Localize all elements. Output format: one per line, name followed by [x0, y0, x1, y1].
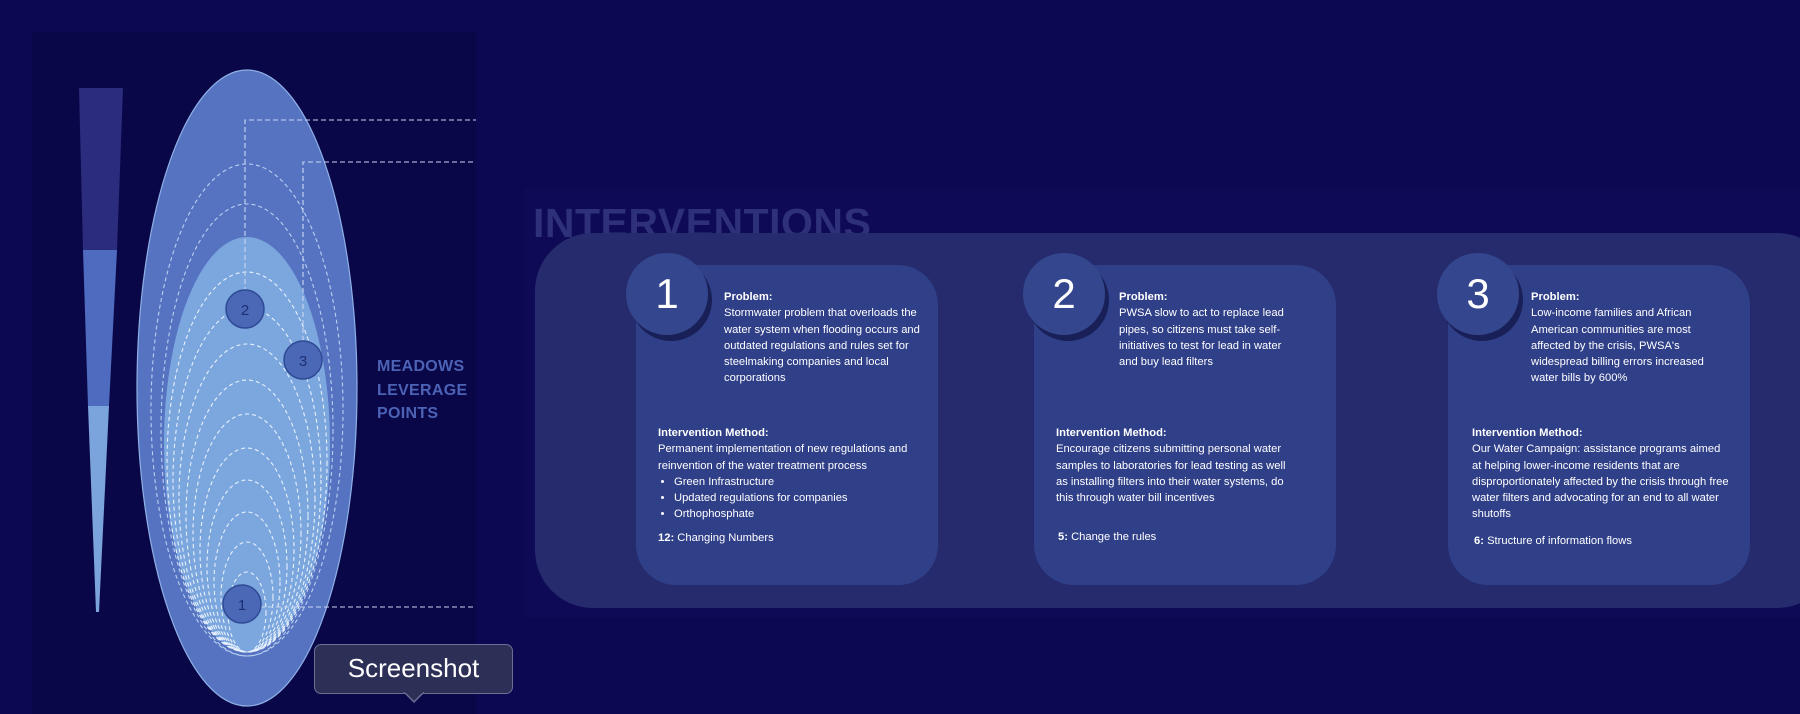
card-3-problem: Problem: Low-income families and African… [1531, 289, 1723, 387]
list-item: Orthophosphate [674, 506, 920, 522]
list-item: Updated regulations for companies [674, 490, 920, 506]
card-2-leverage-number: 5: [1058, 531, 1068, 543]
card-1-method-text: Permanent implementation of new regulati… [658, 443, 908, 472]
card-1-leverage-text: Changing Numbers [677, 532, 774, 544]
card-2-method-text: Encourage citizens submitting personal w… [1056, 443, 1286, 505]
card-1-problem-label: Problem: [724, 291, 773, 303]
card-2-problem: Problem: PWSA slow to act to replace lea… [1119, 289, 1299, 370]
marker-3: 3 [283, 340, 323, 380]
connector-marker-3 [302, 161, 476, 341]
card-3-problem-text: Low-income families and African American… [1531, 307, 1704, 385]
card-1-method: Intervention Method: Permanent implement… [658, 425, 920, 523]
marker-2-label: 2 [241, 302, 249, 319]
card-2-leverage-text: Change the rules [1071, 531, 1157, 543]
card-3-leverage-number: 6: [1474, 535, 1484, 547]
card-3-method-text: Our Water Campaign: assistance programs … [1472, 443, 1729, 521]
taper-segment-top [79, 88, 123, 250]
card-2-leverage-point: 5: Change the rules [1058, 529, 1298, 545]
taper-segment-bottom [88, 406, 109, 612]
card-2-problem-text: PWSA slow to act to replace lead pipes, … [1119, 307, 1284, 369]
card-2-problem-label: Problem: [1119, 291, 1168, 303]
dashed-ring [150, 163, 344, 657]
card-3-leverage-text: Structure of information flows [1487, 535, 1632, 547]
card-1-method-label: Intervention Method: [658, 427, 769, 439]
dashed-ring [160, 203, 334, 657]
meadows-leverage-points-label: MEADOWS LEVERAGE POINTS [377, 355, 497, 426]
card-2-number: 2 [1023, 253, 1105, 335]
card-3-problem-label: Problem: [1531, 291, 1580, 303]
marker-3-label: 3 [299, 353, 307, 370]
marker-1-label: 1 [238, 597, 246, 614]
card-3-method: Intervention Method: Our Water Campaign:… [1472, 425, 1730, 523]
card-1-method-bullets: Green Infrastructure Updated regulations… [658, 474, 920, 523]
marker-2: 2 [225, 289, 265, 329]
card-3-method-label: Intervention Method: [1472, 427, 1583, 439]
meadows-label-line-1: MEADOWS [377, 358, 465, 375]
card-2-method-label: Intervention Method: [1056, 427, 1167, 439]
taper-segment-middle [83, 250, 117, 406]
concentric-rings [166, 271, 328, 653]
connector-marker-2 [244, 119, 476, 292]
card-3-number: 3 [1437, 253, 1519, 335]
tooltip-pointer-icon [404, 692, 424, 704]
inner-leverage-ellipse [164, 237, 330, 651]
card-1-leverage-point: 12: Changing Numbers [658, 530, 920, 546]
screenshot-tooltip[interactable]: Screenshot [314, 644, 513, 694]
list-item: Green Infrastructure [674, 474, 920, 490]
card-2-method: Intervention Method: Encourage citizens … [1056, 425, 1296, 506]
card-3-leverage-point: 6: Structure of information flows [1474, 533, 1732, 549]
card-1-problem: Problem: Stormwater problem that overloa… [724, 289, 934, 387]
marker-1: 1 [222, 584, 262, 624]
card-1-number: 1 [626, 253, 708, 335]
card-1-problem-text: Stormwater problem that overloads the wa… [724, 307, 920, 385]
meadows-label-line-2: LEVERAGE [377, 381, 468, 399]
card-1-leverage-number: 12: [658, 532, 675, 544]
meadows-label-line-3: POINTS [377, 405, 439, 422]
screenshot-tooltip-label: Screenshot [347, 653, 480, 683]
